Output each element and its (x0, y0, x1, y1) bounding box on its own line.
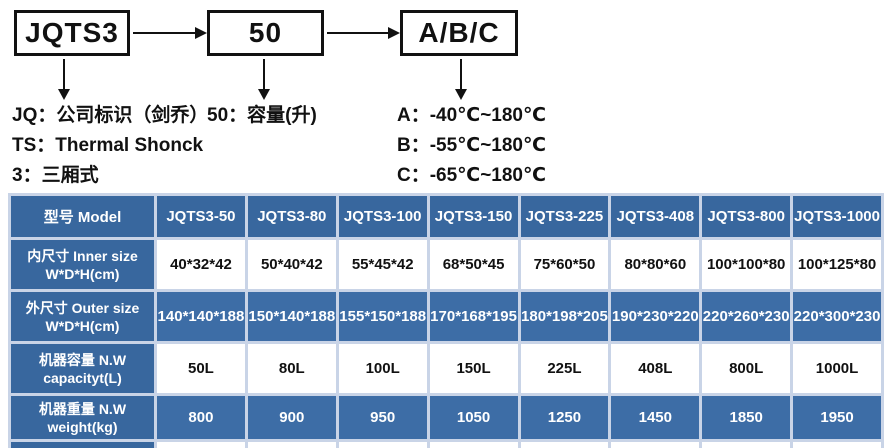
row-label-line2: capacityt(L) (43, 369, 122, 386)
spec-cell: 100*100*80 (702, 240, 791, 289)
legend-temp-grade: A：-40℃~180℃ B：-55℃~180℃ C：-65℃~180℃ (397, 101, 546, 191)
spec-cell: 100L (338, 344, 427, 393)
row-label-line2: weight(kg) (47, 418, 118, 435)
arrow-down-series (58, 59, 70, 100)
code-box-series: JQTS3 (14, 10, 130, 56)
spec-cell: 170*168*195 (429, 292, 518, 341)
spec-cell (338, 442, 427, 448)
legend-line-jq: JQ：公司标识（剑乔） (12, 105, 209, 126)
row-label-line2: W*D*H(cm) (45, 317, 120, 334)
legend-line-c: C：-65℃~180℃ (397, 165, 546, 186)
spec-cell: 408L (611, 344, 700, 393)
header-model: JQTS3-800 (702, 196, 791, 237)
spec-cell: 190*230*220 (611, 292, 700, 341)
spec-cell: 140*140*188 (157, 292, 245, 341)
code-box-series-label: JQTS3 (25, 17, 119, 48)
spec-cell: 1950 (793, 396, 881, 439)
spec-cell: 75*60*50 (520, 240, 609, 289)
legend-line-3: 3：三厢式 (12, 165, 99, 186)
spec-cell: 80*80*60 (611, 240, 700, 289)
arrow-down-temp-grade (455, 59, 467, 100)
spec-cell: 220*300*230 (793, 292, 881, 341)
code-box-temp-grade: A/B/C (400, 10, 518, 56)
legend-line-ts: TS：Thermal Shonck (12, 135, 204, 156)
spec-cell: 55*45*42 (338, 240, 427, 289)
header-model: JQTS3-150 (429, 196, 518, 237)
row-label-line1: 机器容量 N.W (38, 351, 127, 368)
spec-cell (429, 442, 518, 448)
row-label-line2: W*D*H(cm) (45, 265, 120, 282)
header-model: JQTS3-1000 (793, 196, 881, 237)
row-label-outer-size: 外尺寸 Outer size W*D*H(cm) (11, 292, 154, 341)
row-label-partial (11, 442, 154, 448)
code-box-capacity-label: 50 (248, 17, 283, 48)
arrow-right-2 (327, 27, 400, 39)
spec-cell: 1450 (611, 396, 700, 439)
row-label-inner-size: 内尺寸 Inner size W*D*H(cm) (11, 240, 154, 289)
header-model: JQTS3-408 (611, 196, 700, 237)
spec-cell: 155*150*188 (338, 292, 427, 341)
arrow-down-capacity (258, 59, 270, 100)
arrow-right-1 (133, 27, 207, 39)
spec-cell: 950 (338, 396, 427, 439)
row-label-line1: 内尺寸 Inner size (27, 247, 138, 264)
legend-line-a: A：-40℃~180℃ (397, 105, 546, 126)
spec-row-capacity: 机器容量 N.W capacityt(L) 50L 80L 100L 150L … (11, 344, 881, 393)
spec-table: 型号 Model JQTS3-50 JQTS3-80 JQTS3-100 JQT… (8, 193, 884, 448)
spec-table-header-row: 型号 Model JQTS3-50 JQTS3-80 JQTS3-100 JQT… (11, 196, 881, 237)
spec-row-outer-size: 外尺寸 Outer size W*D*H(cm) 140*140*188 150… (11, 292, 881, 341)
spec-cell: 180*198*205 (520, 292, 609, 341)
spec-cell: 80L (247, 344, 336, 393)
spec-cell: 100*125*80 (793, 240, 881, 289)
spec-cell (520, 442, 609, 448)
header-model: JQTS3-100 (338, 196, 427, 237)
legend-line-b: B：-55℃~180℃ (397, 135, 546, 156)
spec-cell: 1000L (793, 344, 881, 393)
header-model-label: 型号 Model (11, 196, 154, 237)
row-label-line1: 机器重量 N.W (38, 400, 127, 417)
spec-cell: 68*50*45 (429, 240, 518, 289)
spec-cell: 150L (429, 344, 518, 393)
spec-cell (793, 442, 881, 448)
code-box-capacity: 50 (207, 10, 324, 56)
spec-cell: 900 (247, 396, 336, 439)
spec-cell: 800 (157, 396, 245, 439)
spec-cell (247, 442, 336, 448)
spec-cell: 225L (520, 344, 609, 393)
spec-cell (702, 442, 791, 448)
spec-cell: 50*40*42 (247, 240, 336, 289)
spec-cell: 1050 (429, 396, 518, 439)
spec-cell (157, 442, 245, 448)
legend-series: JQ：公司标识（剑乔） TS：Thermal Shonck 3：三厢式 (12, 101, 208, 191)
row-label-capacity: 机器容量 N.W capacityt(L) (11, 344, 154, 393)
legend-line-50: 50：容量(升) (207, 105, 317, 126)
spec-row-weight: 机器重量 N.W weight(kg) 800 900 950 1050 125… (11, 396, 881, 439)
spec-row-inner-size: 内尺寸 Inner size W*D*H(cm) 40*32*42 50*40*… (11, 240, 881, 289)
header-model: JQTS3-50 (157, 196, 245, 237)
spec-cell: 40*32*42 (157, 240, 245, 289)
spec-cell: 150*140*188 (247, 292, 336, 341)
spec-cell: 1250 (520, 396, 609, 439)
spec-cell: 800L (702, 344, 791, 393)
row-label-line1: 外尺寸 Outer size (25, 299, 140, 316)
spec-cell: 1850 (702, 396, 791, 439)
code-box-temp-grade-label: A/B/C (418, 17, 500, 48)
spec-row-partial (11, 442, 881, 448)
spec-cell: 220*260*230 (702, 292, 791, 341)
header-model: JQTS3-225 (520, 196, 609, 237)
spec-cell (611, 442, 700, 448)
row-label-weight: 机器重量 N.W weight(kg) (11, 396, 154, 439)
spec-cell: 50L (157, 344, 245, 393)
model-naming-diagram: JQTS3 50 A/B/C JQ：公司标识（剑乔） TS：Thermal Sh… (0, 0, 890, 193)
legend-capacity: 50：容量(升) (207, 101, 317, 131)
header-model: JQTS3-80 (247, 196, 336, 237)
